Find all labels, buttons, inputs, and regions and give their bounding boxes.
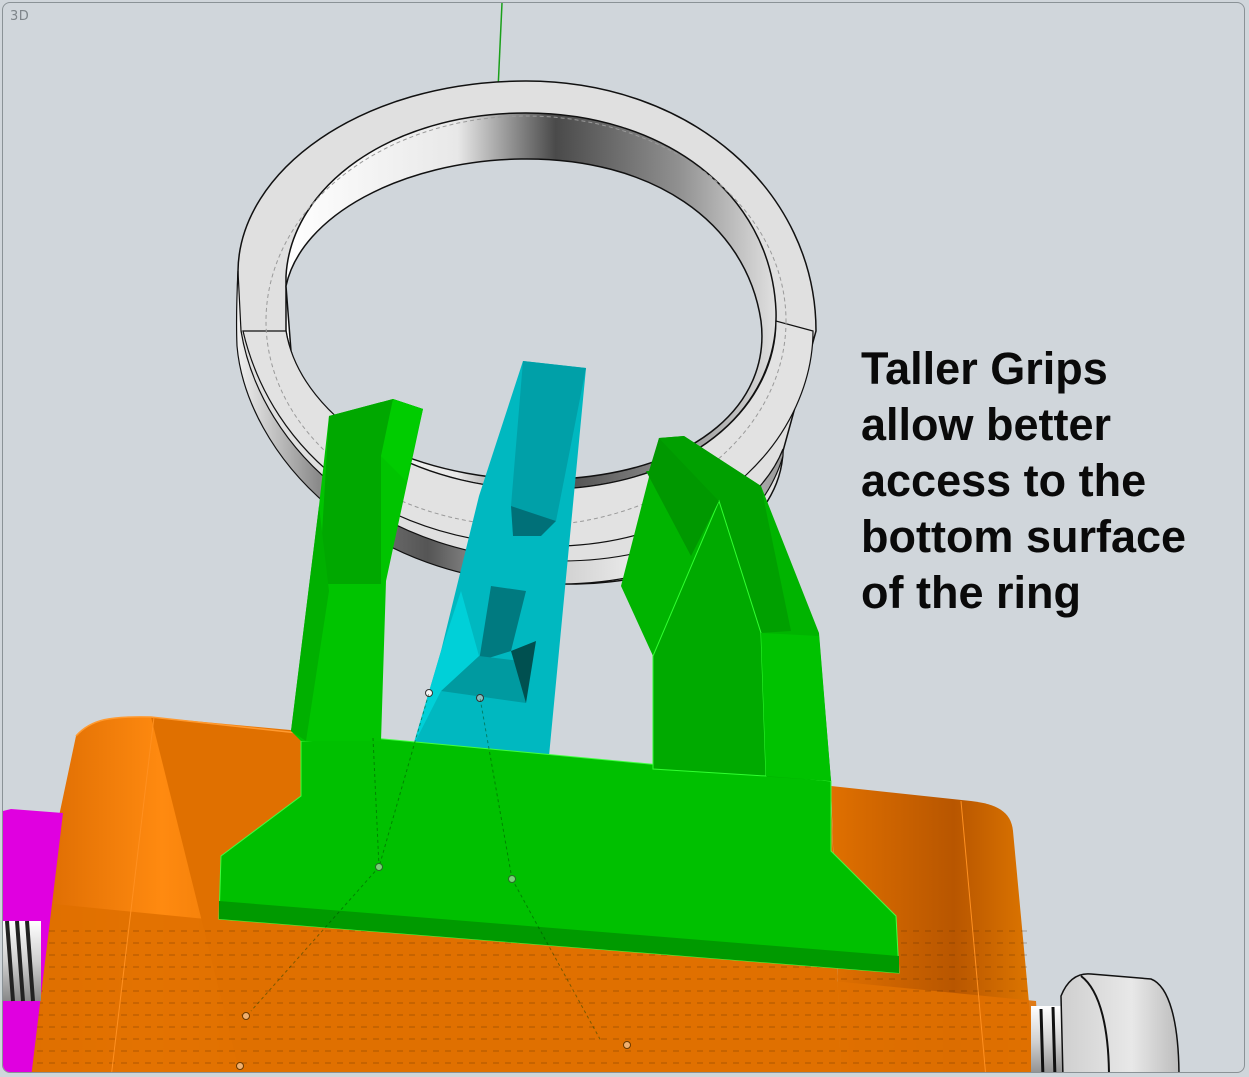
view-label: 3D xyxy=(10,9,30,24)
annotation-line: of the ring xyxy=(861,567,1081,618)
left-grip xyxy=(291,399,423,741)
vertex-point xyxy=(236,1062,244,1070)
vertex-point xyxy=(508,875,516,883)
annotation-line: access to the xyxy=(861,455,1147,506)
annotation-line: bottom surface xyxy=(861,511,1187,562)
annotation-line: allow better xyxy=(861,399,1112,450)
annotation-line: Taller Grips xyxy=(861,343,1108,394)
vertex-point xyxy=(375,863,383,871)
vertex-point xyxy=(242,1012,250,1020)
screw-right xyxy=(1031,973,1180,1072)
vertex-point xyxy=(623,1041,631,1049)
vertex-point xyxy=(476,694,484,702)
screw-left xyxy=(3,920,41,1002)
center-post xyxy=(413,361,586,756)
right-grip xyxy=(621,436,831,781)
vertex-point xyxy=(425,689,433,697)
annotation-text: Taller Grips allow better access to the … xyxy=(861,341,1241,621)
grip-part xyxy=(218,399,900,1042)
